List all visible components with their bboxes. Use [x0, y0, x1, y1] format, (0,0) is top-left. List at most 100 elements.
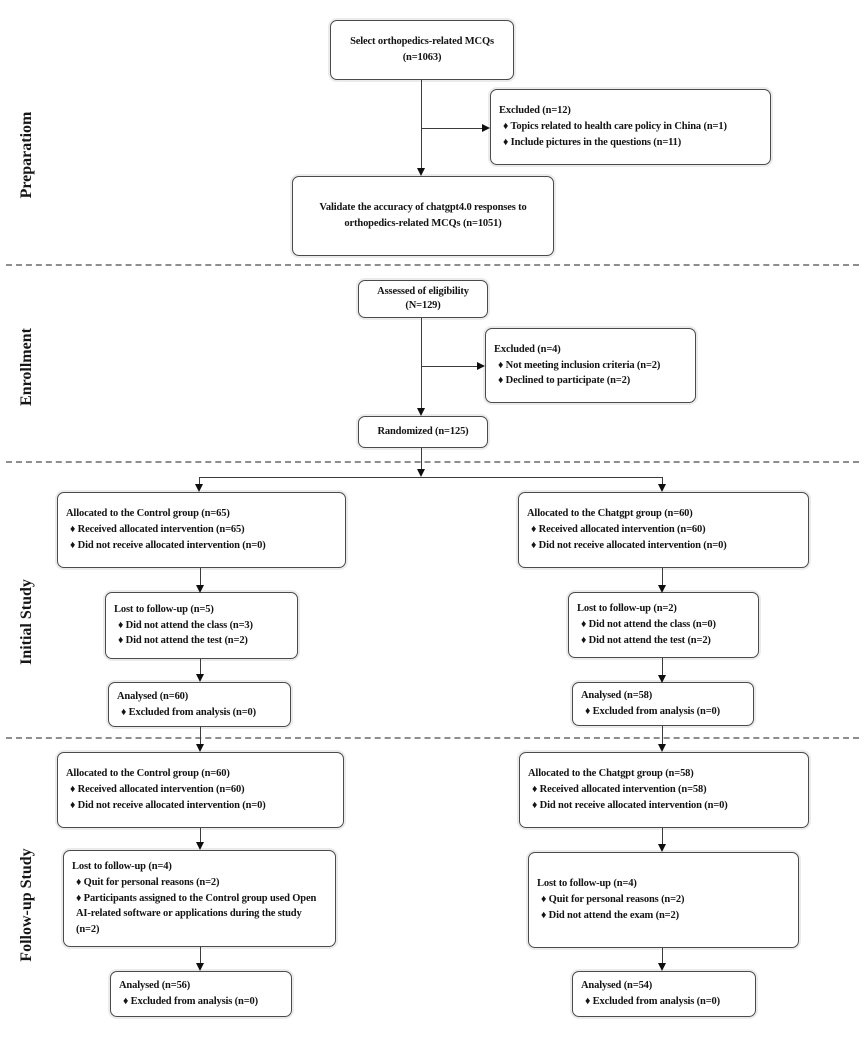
- box-lost-chatgpt-followup: Lost to follow-up (n=4) ♦ Quit for perso…: [528, 852, 799, 948]
- box-title: Allocated to the Chatgpt group (n=58): [528, 768, 694, 780]
- box-line: ♦ Did not receive allocated intervention…: [531, 539, 727, 551]
- arrow-right-icon: [482, 124, 490, 132]
- box-analysed-control-followup: Analysed (n=56) ♦ Excluded from analysis…: [110, 971, 292, 1017]
- box-select-mcqs: Select orthopedics-related MCQs (n=1063): [330, 20, 514, 80]
- box-title: Lost to follow-up (n=5): [114, 603, 214, 615]
- connector-line: [200, 568, 202, 586]
- section-label-enrollment: Enrollment: [18, 328, 35, 406]
- box-title: Lost to follow-up (n=4): [72, 861, 172, 872]
- section-divider: [6, 737, 859, 739]
- arrow-down-icon: [196, 842, 204, 850]
- box-allocated-chatgpt-initial: Allocated to the Chatgpt group (n=60) ♦ …: [518, 492, 809, 568]
- connector-line: [199, 477, 201, 485]
- connector-line: [662, 658, 664, 675]
- box-title: Lost to follow-up (n=4): [537, 878, 637, 890]
- box-line: (n=1063): [402, 52, 442, 63]
- box-line: ♦ Received allocated intervention (n=58): [532, 784, 707, 796]
- box-lost-chatgpt-initial: Lost to follow-up (n=2) ♦ Did not attend…: [568, 592, 759, 658]
- arrow-right-icon: [477, 362, 485, 370]
- connector-line: [662, 568, 664, 586]
- box-line: orthopedics-related MCQs (n=1051): [344, 218, 502, 229]
- arrow-down-icon: [196, 585, 204, 593]
- box-title: Analysed (n=54): [581, 980, 653, 992]
- arrow-down-icon: [417, 408, 425, 416]
- box-line: ♦ Include pictures in the questions (n=1…: [503, 136, 682, 148]
- box-assessed-eligibility: Assessed of eligibility (N=129): [358, 280, 488, 318]
- arrow-down-icon: [417, 469, 425, 477]
- connector-line: [200, 477, 663, 479]
- box-line: ♦ Received allocated intervention (n=65): [70, 524, 245, 536]
- box-lost-control-followup: Lost to follow-up (n=4) ♦ Quit for perso…: [63, 850, 336, 947]
- arrow-down-icon: [658, 484, 666, 492]
- box-title: Lost to follow-up (n=2): [577, 603, 677, 615]
- arrow-down-icon: [196, 674, 204, 682]
- section-divider: [6, 264, 859, 266]
- box-line: Validate the accuracy of chatgpt4.0 resp…: [319, 202, 527, 214]
- connector-line: [200, 947, 202, 964]
- arrow-down-icon: [417, 168, 425, 176]
- connector-line: [662, 726, 664, 745]
- box-allocated-chatgpt-followup: Allocated to the Chatgpt group (n=58) ♦ …: [519, 752, 809, 828]
- box-line: ♦ Excluded from analysis (n=0): [585, 996, 720, 1007]
- section-divider: [6, 461, 859, 463]
- box-excluded-enrollment: Excluded (n=4) ♦ Not meeting inclusion c…: [485, 328, 696, 403]
- connector-line: [200, 828, 202, 843]
- box-title: Allocated to the Control group (n=60): [66, 768, 230, 780]
- connector-line: [662, 828, 664, 845]
- arrow-down-icon: [196, 963, 204, 971]
- box-title: Allocated to the Chatgpt group (n=60): [527, 508, 693, 520]
- box-title: Excluded (n=12): [499, 105, 571, 117]
- box-line: ♦ Excluded from analysis (n=0): [585, 706, 720, 717]
- box-line: Select orthopedics-related MCQs: [350, 36, 494, 48]
- arrow-down-icon: [658, 844, 666, 852]
- box-line: ♦ Excluded from analysis (n=0): [121, 706, 256, 718]
- box-allocated-control-followup: Allocated to the Control group (n=60) ♦ …: [57, 752, 344, 828]
- box-excluded-preparation: Excluded (n=12) ♦ Topics related to heal…: [490, 89, 771, 165]
- box-title: Excluded (n=4): [494, 343, 561, 355]
- connector-line: [200, 659, 202, 675]
- box-line: ♦ Did not receive allocated intervention…: [532, 799, 728, 811]
- arrow-down-icon: [658, 744, 666, 752]
- box-line: ♦ Did not attend the exam (n=2): [541, 909, 679, 921]
- arrow-down-icon: [196, 744, 204, 752]
- box-line: ♦ Not meeting inclusion criteria (n=2): [498, 359, 661, 371]
- connector-line: [422, 128, 483, 130]
- arrow-down-icon: [658, 585, 666, 593]
- connector-line: [662, 948, 664, 964]
- box-lost-control-initial: Lost to follow-up (n=5) ♦ Did not attend…: [105, 592, 298, 659]
- section-label-initial-study: Initial Study: [18, 579, 35, 665]
- box-analysed-control-initial: Analysed (n=60) ♦ Excluded from analysis…: [108, 682, 291, 727]
- box-line: ♦ Received allocated intervention (n=60): [70, 784, 245, 796]
- box-line: ♦ Did not attend the class (n=0): [581, 619, 716, 631]
- box-line: ♦ Excluded from analysis (n=0): [123, 996, 258, 1007]
- box-line: ♦ Did not receive allocated intervention…: [70, 799, 266, 811]
- box-title: Analysed (n=60): [117, 690, 189, 702]
- box-title: Analysed (n=58): [581, 690, 653, 702]
- connector-line: [662, 477, 664, 485]
- box-title: Analysed (n=56): [119, 980, 191, 992]
- connector-line: [422, 366, 478, 368]
- section-label-followup-study: Follow-up Study: [18, 848, 35, 962]
- box-randomized: Randomized (n=125): [358, 416, 488, 448]
- box-analysed-chatgpt-initial: Analysed (n=58) ♦ Excluded from analysis…: [572, 682, 754, 726]
- box-line: (N=129): [405, 300, 441, 311]
- box-line: ♦ Received allocated intervention (n=60): [531, 524, 706, 536]
- section-label-preparation: Preparatiom: [18, 111, 35, 199]
- box-line: ♦ Did not attend the test (n=2): [118, 635, 248, 647]
- connector-line: [421, 80, 423, 169]
- box-line: ♦ Participants assigned to the Control g…: [76, 892, 317, 936]
- box-line: ♦ Did not receive allocated intervention…: [70, 539, 266, 551]
- box-line: ♦ Declined to participate (n=2): [498, 375, 631, 387]
- box-line: ♦ Did not attend the test (n=2): [581, 634, 711, 646]
- connector-line: [421, 448, 423, 470]
- box-validate-accuracy: Validate the accuracy of chatgpt4.0 resp…: [292, 176, 554, 256]
- box-line: ♦ Quit for personal reasons (n=2): [76, 876, 220, 888]
- connector-line: [421, 318, 423, 410]
- box-line: ♦ Did not attend the class (n=3): [118, 619, 253, 631]
- box-title: Allocated to the Control group (n=65): [66, 508, 230, 520]
- connector-line: [200, 727, 202, 745]
- arrow-down-icon: [658, 963, 666, 971]
- box-line: Assessed of eligibility: [377, 285, 469, 297]
- box-allocated-control-initial: Allocated to the Control group (n=65) ♦ …: [57, 492, 346, 568]
